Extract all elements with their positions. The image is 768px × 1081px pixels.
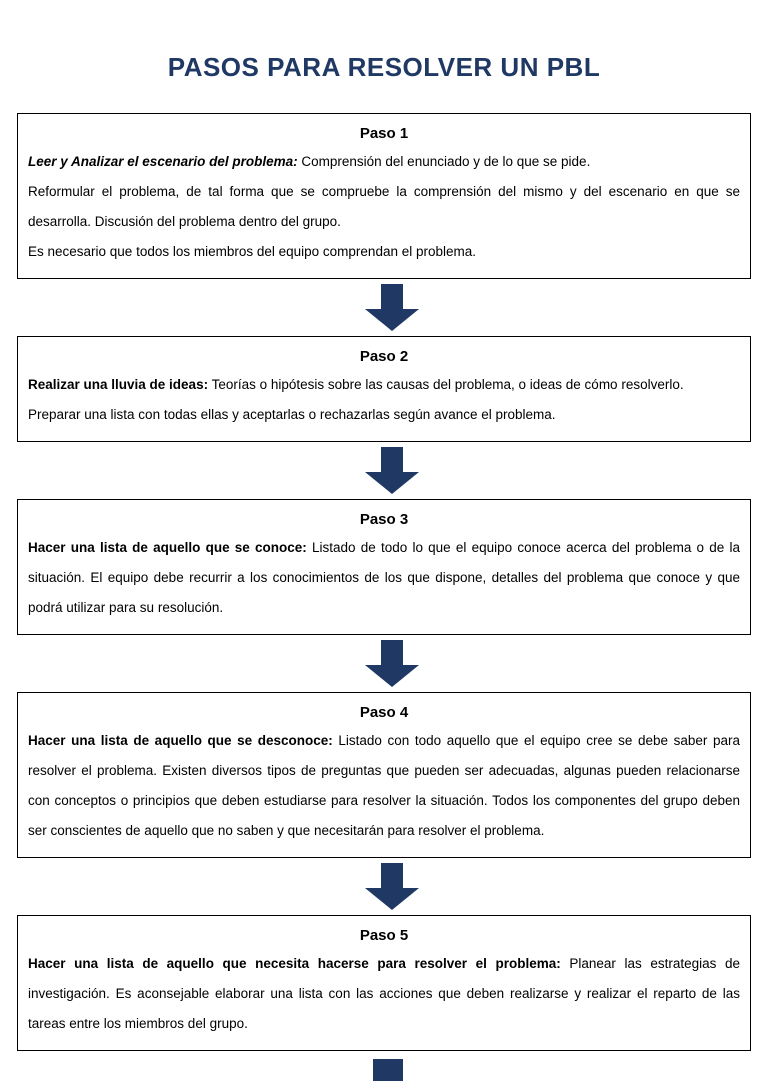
step-5-paragraph-1: Hacer una lista de aquello que necesita … <box>28 949 740 1039</box>
down-arrow-icon <box>365 863 419 910</box>
arrow-row-1 <box>0 279 768 336</box>
step-3-heading: Paso 3 <box>359 511 409 528</box>
step-2-paragraph-1-lead: Realizar una lluvia de ideas: <box>28 377 209 392</box>
step-3-paragraph-1: Hacer una lista de aquello que se conoce… <box>28 533 740 623</box>
steps-flow: Paso 1 Leer y Analizar el escenario del … <box>0 113 768 1081</box>
step-2-heading: Paso 2 <box>359 348 409 365</box>
down-arrow-head <box>365 888 419 910</box>
step-1-paragraph-1: Leer y Analizar el escenario del problem… <box>28 147 740 177</box>
step-4-paragraph-1-text: Listado con todo aquello que el equipo c… <box>28 733 740 838</box>
step-1-paragraph-1-text: Comprensión del enunciado y de lo que se… <box>301 154 591 169</box>
step-4-paragraph-1: Hacer una lista de aquello que se descon… <box>28 726 740 846</box>
down-arrow-icon <box>365 284 419 331</box>
down-arrow-stem <box>381 284 403 309</box>
step-1-paragraph-2: Reformular el problema, de tal forma que… <box>28 184 740 229</box>
down-arrow-head <box>365 472 419 494</box>
step-4-paragraph-1-lead: Hacer una lista de aquello que se descon… <box>28 733 333 748</box>
arrow-row-4 <box>0 858 768 915</box>
arrow-row-2 <box>0 442 768 499</box>
step-3-paragraph-1-lead: Hacer una lista de aquello que se conoce… <box>28 540 307 555</box>
step-5-heading: Paso 5 <box>359 927 409 944</box>
down-arrow-stem <box>381 447 403 472</box>
step-5-body: Hacer una lista de aquello que necesita … <box>28 949 740 1039</box>
step-1-paragraph-3: Es necesario que todos los miembros del … <box>28 244 477 259</box>
step-2-body: Realizar una lluvia de ideas: Teorías o … <box>28 370 740 430</box>
step-2-paragraph-1: Realizar una lluvia de ideas: Teorías o … <box>28 370 740 400</box>
step-2-paragraph-1-text: Teorías o hipótesis sobre las causas del… <box>211 377 684 392</box>
down-arrow-stem <box>381 640 403 665</box>
arrow-row-3 <box>0 635 768 692</box>
step-box-1: Paso 1 Leer y Analizar el escenario del … <box>17 113 751 279</box>
step-5-paragraph-1-lead: Hacer una lista de aquello que necesita … <box>28 956 561 971</box>
step-4-heading: Paso 4 <box>359 704 409 721</box>
step-box-4: Paso 4 Hacer una lista de aquello que se… <box>17 692 751 858</box>
step-2-paragraph-2: Preparar una lista con todas ellas y ace… <box>28 407 556 422</box>
down-arrow-stem <box>381 863 403 888</box>
step-box-5: Paso 5 Hacer una lista de aquello que ne… <box>17 915 751 1051</box>
down-arrow-icon <box>365 447 419 494</box>
down-arrow-stem-cutoff <box>373 1059 403 1081</box>
step-3-body: Hacer una lista de aquello que se conoce… <box>28 533 740 623</box>
step-1-heading: Paso 1 <box>359 125 409 142</box>
step-3-paragraph-1-text: Listado de todo lo que el equipo conoce … <box>28 540 740 615</box>
step-box-2: Paso 2 Realizar una lluvia de ideas: Teo… <box>17 336 751 442</box>
step-1-body: Leer y Analizar el escenario del problem… <box>28 147 740 267</box>
down-arrow-icon <box>365 640 419 687</box>
down-arrow-head <box>365 665 419 687</box>
step-4-body: Hacer una lista de aquello que se descon… <box>28 726 740 846</box>
step-box-3: Paso 3 Hacer una lista de aquello que se… <box>17 499 751 635</box>
page-title: PASOS PARA RESOLVER UN PBL <box>167 52 601 82</box>
step-1-paragraph-1-lead: Leer y Analizar el escenario del problem… <box>28 154 298 169</box>
down-arrow-head <box>365 309 419 331</box>
